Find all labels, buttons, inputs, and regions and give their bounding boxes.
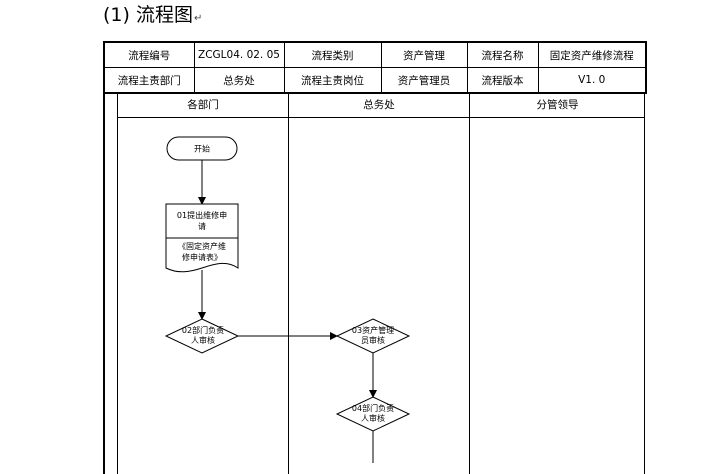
step-01-label-line2: 请 (198, 221, 206, 231)
document-label-line2: 修申请表》 (182, 252, 222, 262)
process-info-row-2: 流程主责部门 总务处 流程主责岗位 资产管理员 流程版本 V1. 0 (103, 67, 647, 94)
process-info-row-1: 流程编号 ZCGL04. 02. 05 流程类别 资产管理 流程名称 固定资产维… (103, 41, 647, 68)
flow-name-value: 固定资产维修流程 (537, 41, 647, 68)
flow-no-value: ZCGL04. 02. 05 (193, 41, 285, 68)
step-02-label-line2: 人审核 (191, 335, 215, 345)
document-label-line1: 《固定资产维 (178, 241, 226, 251)
flow-version-label: 流程版本 (466, 67, 539, 94)
lane-title-departments: 各部门 (187, 99, 219, 111)
step-02-node: 02部门负责 人审核 (164, 318, 240, 354)
document-node: 《固定资产维 修申请表》 (165, 237, 239, 273)
section-heading: (1) 流程图↵ (103, 2, 202, 32)
lane-frame-line (117, 94, 118, 474)
flow-type-value: 资产管理 (380, 41, 468, 68)
start-node-label: 开始 (194, 144, 210, 154)
lane-title-general-affairs: 总务处 (363, 99, 395, 111)
lane-separator-2 (469, 94, 470, 474)
flow-no-label: 流程编号 (103, 41, 195, 68)
owner-dept-value: 总务处 (193, 67, 285, 94)
step-03-label-line2: 员审核 (361, 335, 385, 345)
step-01-label-line1: 01提出维修申 (177, 210, 227, 220)
step-02-label-line1: 02部门负责 (182, 325, 224, 335)
owner-post-value: 资产管理员 (380, 67, 468, 94)
flowchart: 开始 01提出维修申 请 《固定资产维 修申请表》 02部门负责 人审核 03资… (164, 136, 411, 463)
step-04-label-line1: 04部门负责 (352, 403, 394, 413)
step-04-node: 04部门负责 人审核 (335, 396, 411, 432)
flow-name-label: 流程名称 (466, 41, 539, 68)
swimlane-area: 各部门 总务处 分管领导 (103, 94, 645, 474)
process-info-table: 流程编号 ZCGL04. 02. 05 流程类别 资产管理 流程名称 固定资产维… (103, 41, 647, 94)
lane-title-leadership: 分管领导 (536, 99, 579, 111)
step-04-label-line2: 人审核 (361, 413, 385, 423)
lane-header-line (117, 117, 645, 118)
flow-version-value: V1. 0 (537, 67, 647, 94)
owner-dept-label: 流程主责部门 (103, 67, 195, 94)
step-01-node: 01提出维修申 请 (165, 203, 239, 239)
paragraph-mark-icon: ↵ (193, 13, 203, 24)
start-node: 开始 (166, 136, 238, 161)
section-title: (1) 流程图 (103, 4, 193, 26)
step-03-node: 03资产管理 员审核 (335, 318, 411, 354)
lane-separator-1 (288, 94, 289, 474)
step-03-label-line1: 03资产管理 (352, 325, 394, 335)
